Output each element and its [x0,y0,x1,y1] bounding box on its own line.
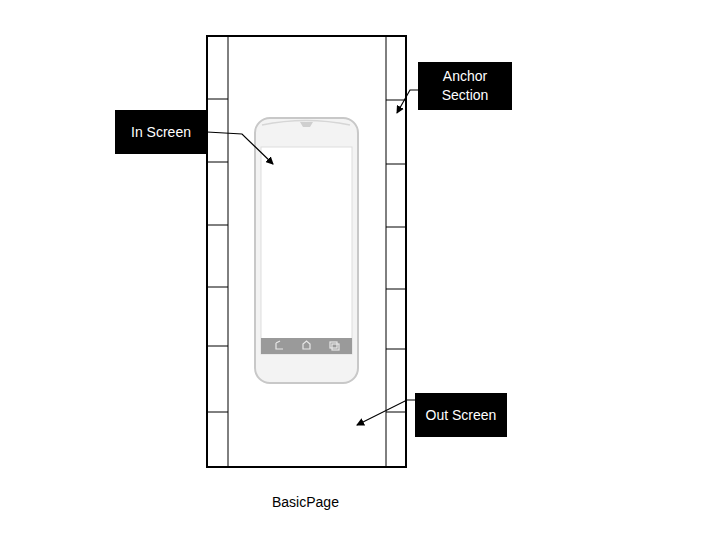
callout-box: In Screen [115,110,207,154]
callout-box: Out Screen [415,393,507,437]
leader-lines [207,90,418,425]
phone-illustration [255,118,358,383]
callout-label: In Screen [131,123,191,142]
diagram-caption: BasicPage [272,494,339,510]
callout-label: Anchor Section [424,67,506,105]
callout-box: Anchor Section [418,62,512,110]
callout-label: Out Screen [426,406,497,425]
page-outline [207,36,406,467]
anchor-ticks [207,99,406,412]
